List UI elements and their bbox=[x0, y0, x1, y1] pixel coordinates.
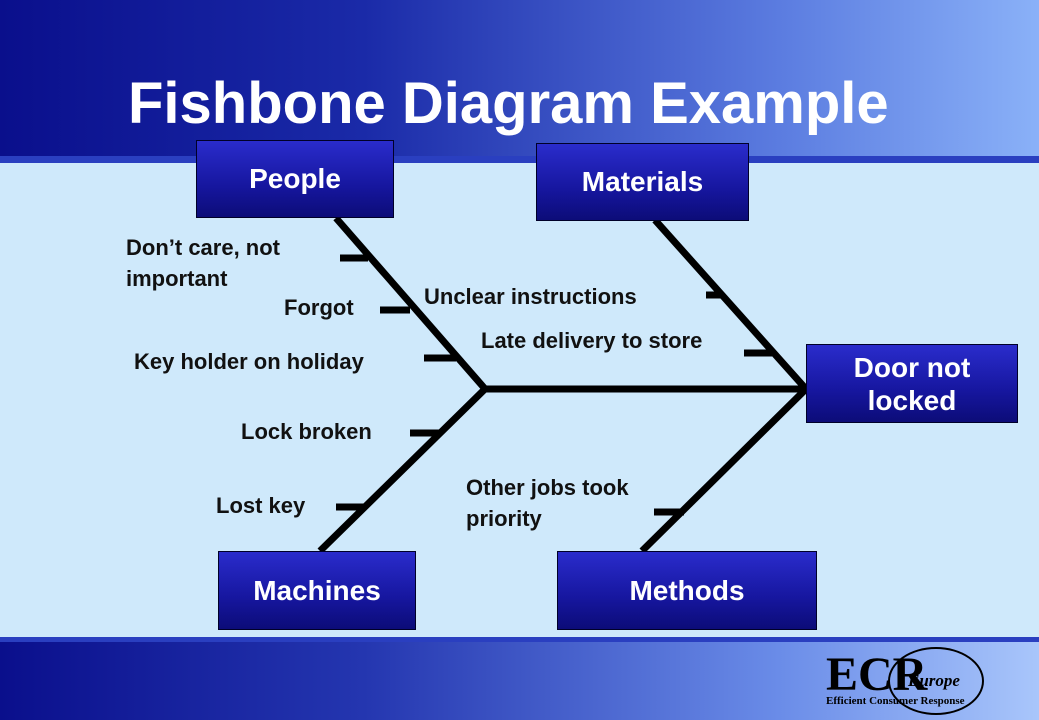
category-label-methods: Methods bbox=[629, 574, 745, 606]
bone-machines bbox=[317, 385, 489, 554]
category-box-methods: Methods bbox=[557, 551, 817, 630]
logo-region: Europe bbox=[908, 671, 960, 690]
slide-title: Fishbone Diagram Example bbox=[128, 71, 889, 136]
category-label-machines: Machines bbox=[253, 574, 381, 606]
footer-stripe bbox=[0, 637, 1039, 642]
category-box-people: People bbox=[196, 140, 394, 218]
cause-dont-care: Don’t care, not important bbox=[126, 235, 281, 291]
category-label-people: People bbox=[249, 163, 341, 194]
cause-other-jobs: Other jobs took priority bbox=[466, 475, 629, 531]
header-band bbox=[0, 0, 1039, 160]
logo-tagline: Efficient Consumer Response bbox=[826, 695, 965, 707]
bone-people bbox=[333, 215, 489, 393]
category-label-materials: Materials bbox=[581, 166, 704, 197]
bone-materials bbox=[652, 217, 809, 392]
cause-unclear-instructions: Unclear instructions bbox=[424, 284, 637, 309]
category-box-materials: Materials bbox=[536, 143, 749, 221]
footer-band bbox=[0, 642, 1039, 720]
ecr-logo: ECR Europe Efficient Consumer Response bbox=[818, 645, 988, 717]
effect-label: Door not locked bbox=[853, 351, 971, 416]
logo-letters: ECR bbox=[826, 648, 928, 701]
cause-key-holder: Key holder on holiday bbox=[134, 349, 364, 374]
cause-late-delivery: Late delivery to store bbox=[481, 328, 703, 353]
bone-methods bbox=[639, 386, 809, 554]
header-stripe bbox=[0, 156, 1039, 163]
cause-lock-broken: Lock broken bbox=[241, 419, 372, 444]
logo-ring bbox=[888, 647, 984, 715]
cause-forgot: Forgot bbox=[284, 295, 354, 320]
cause-lost-key: Lost key bbox=[216, 493, 306, 518]
effect-box: Door not locked bbox=[806, 344, 1018, 423]
category-box-machines: Machines bbox=[218, 551, 416, 630]
